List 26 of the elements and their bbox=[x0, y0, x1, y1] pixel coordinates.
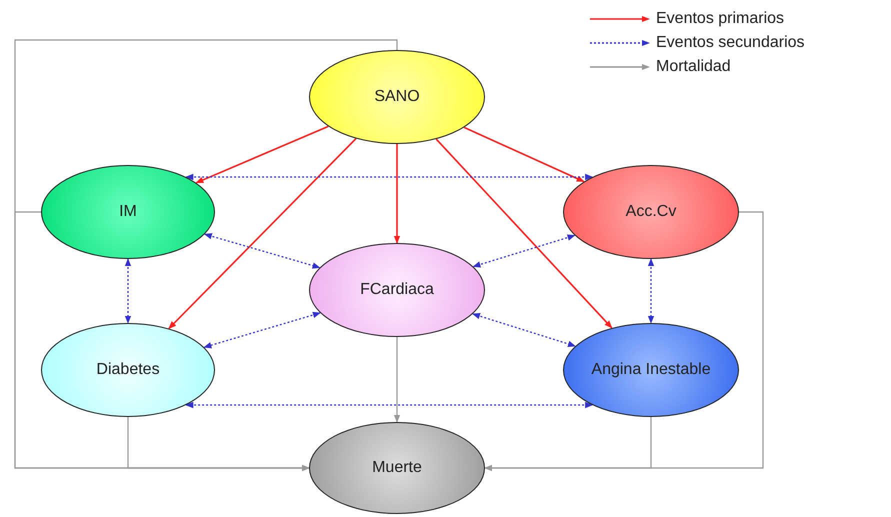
arrow bbox=[394, 144, 400, 244]
node-label: Diabetes bbox=[96, 360, 160, 380]
arrow bbox=[185, 402, 594, 408]
legend-text: Eventos secundarios bbox=[656, 33, 805, 53]
arrow bbox=[464, 126, 585, 182]
arrow bbox=[204, 233, 320, 269]
legend-text: Mortalidad bbox=[656, 57, 731, 77]
arrow bbox=[203, 312, 321, 348]
node-label: FCardiaca bbox=[360, 280, 434, 300]
arrow bbox=[436, 138, 612, 328]
arrow bbox=[472, 234, 576, 268]
arrow bbox=[472, 313, 576, 347]
arrow bbox=[648, 258, 654, 324]
node-label: IM bbox=[119, 202, 137, 222]
arrow bbox=[195, 126, 329, 184]
arrow bbox=[168, 138, 357, 330]
arrow bbox=[127, 417, 310, 472]
arrow bbox=[394, 337, 400, 423]
node-label: Acc.Cv bbox=[626, 202, 676, 222]
node-label: Angina Inestable bbox=[591, 360, 711, 380]
arrow bbox=[185, 174, 594, 180]
legend-text: Eventos primarios bbox=[656, 9, 784, 29]
arrow bbox=[484, 417, 652, 472]
node-label: SANO bbox=[374, 87, 420, 107]
node-label: Muerte bbox=[372, 458, 422, 478]
arrow bbox=[124, 258, 132, 324]
